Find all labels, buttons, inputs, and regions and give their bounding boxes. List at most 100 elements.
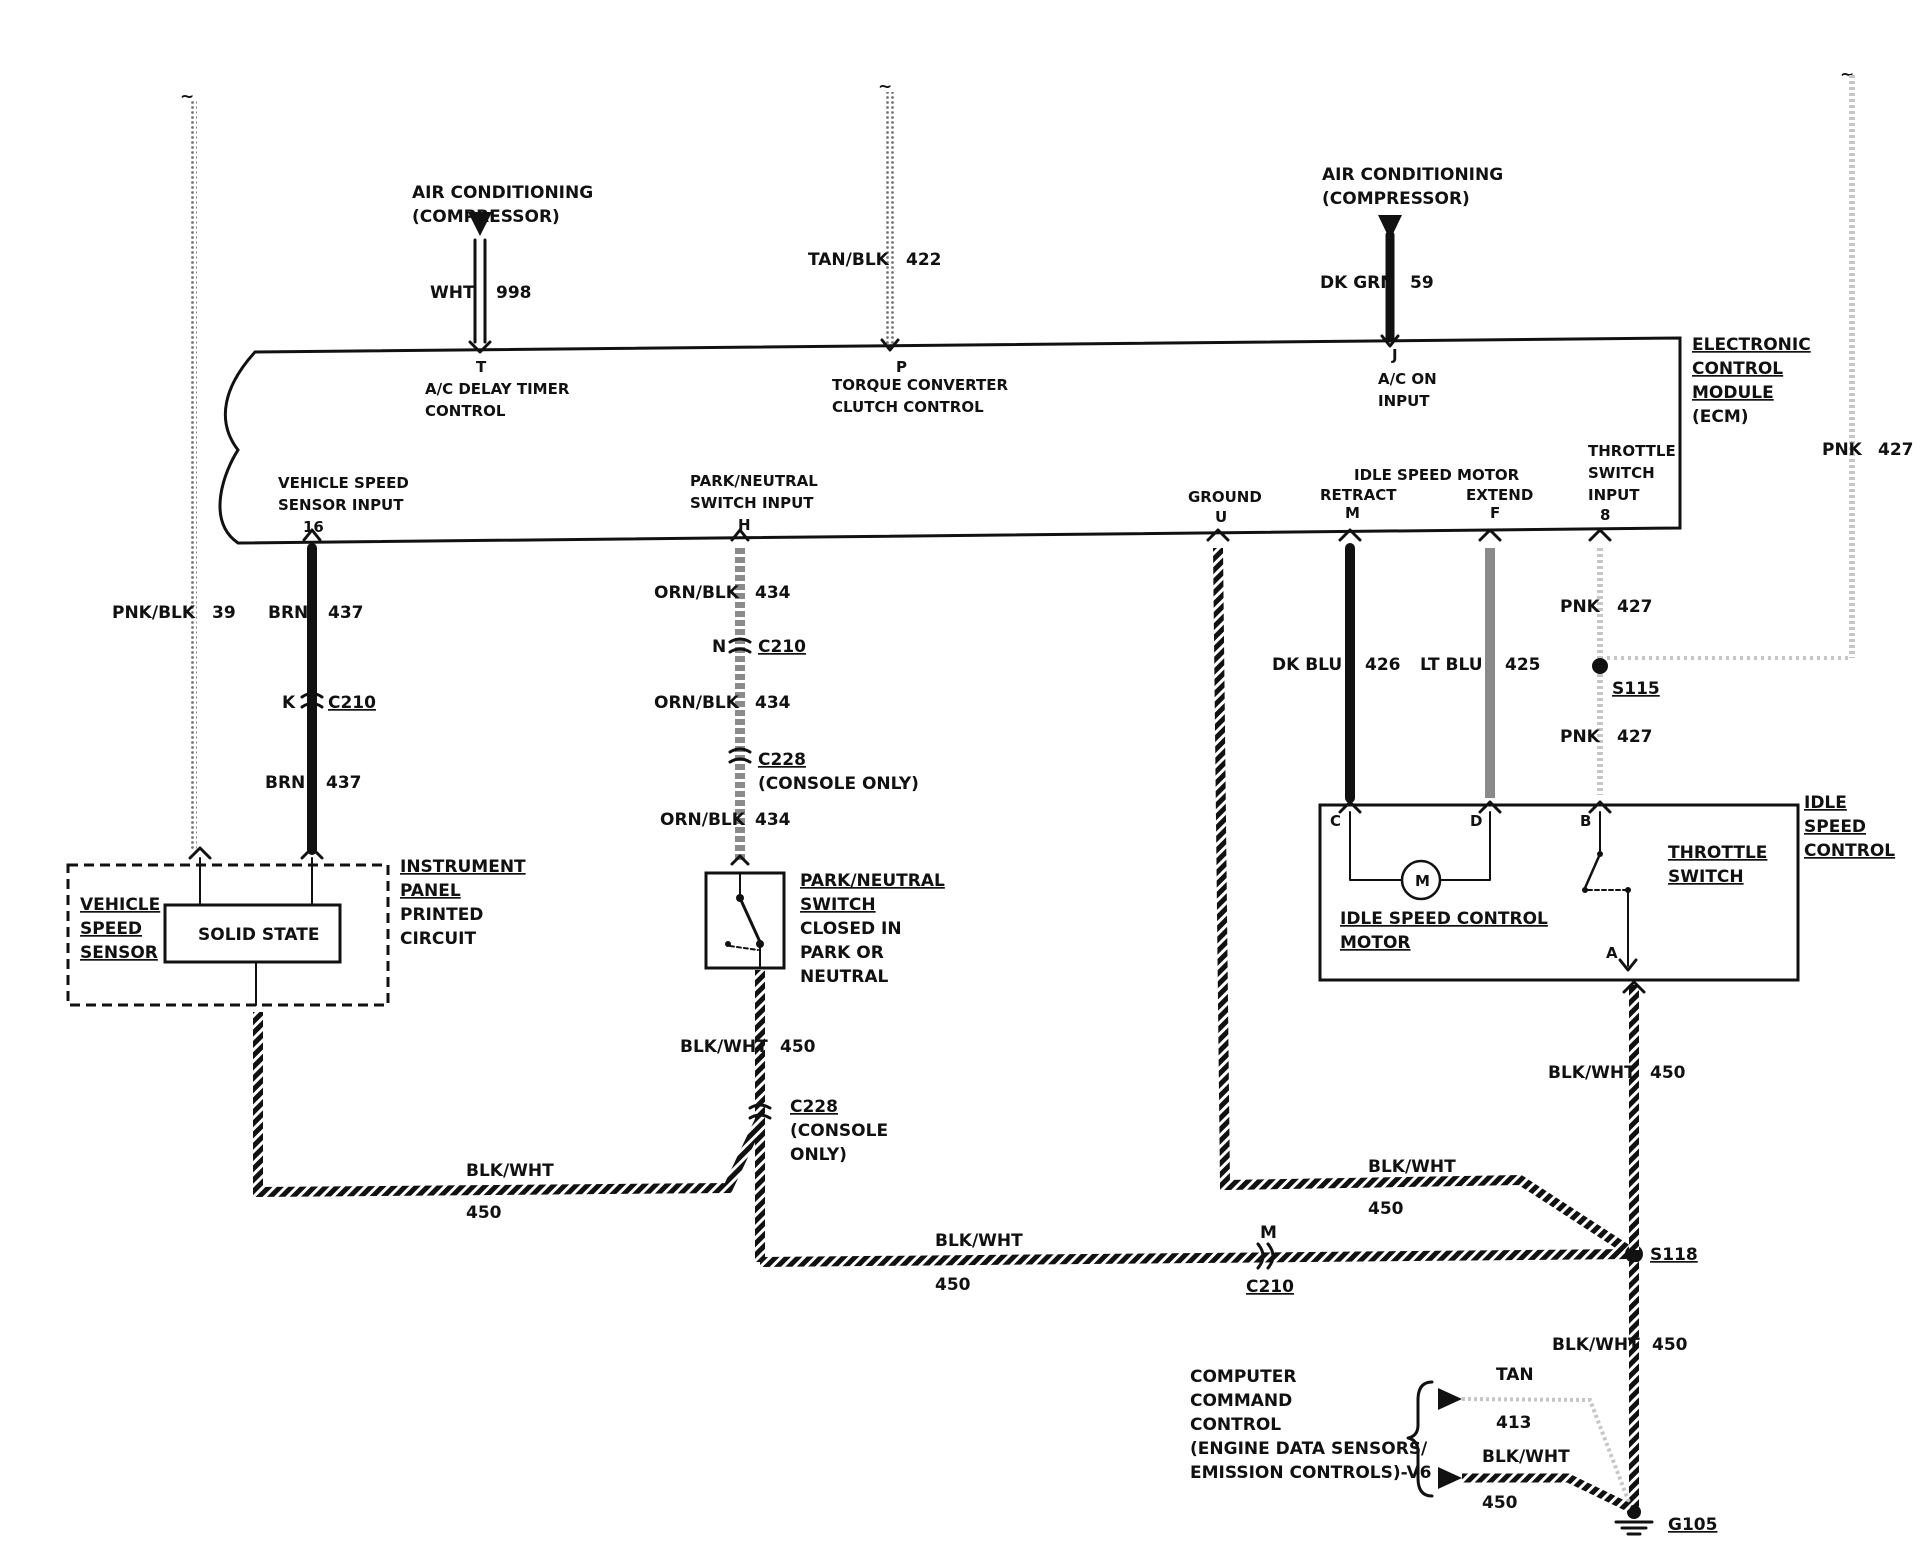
isc-pin-d: D	[1470, 812, 1482, 830]
wire-blkwht-pn-color: BLK/WHT	[680, 1037, 768, 1057]
ecm-module: ELECTRONIC CONTROL MODULE (ECM) T A/C DE…	[218, 335, 1811, 545]
wire-wht-color: WHT	[430, 283, 475, 303]
isc-pin-a: A	[1606, 944, 1618, 962]
c228-b-name: C228	[790, 1097, 838, 1117]
ccc-3: CONTROL	[1190, 1415, 1281, 1435]
ac-left-line2: (COMPRESSOR)	[412, 207, 560, 227]
wire-pnkblk-color: PNK/BLK	[112, 603, 196, 623]
solid-state-box	[163, 903, 342, 964]
ipc-3: PRINTED	[400, 905, 483, 925]
wire-blkwht-ccc-circuit: 450	[1482, 1493, 1518, 1513]
throttle-2: SWITCH	[1668, 867, 1744, 887]
wire-blkwht-ccc	[1462, 1473, 1632, 1513]
pin-j-label1: A/C ON	[1378, 370, 1437, 388]
isc-terminals	[1338, 800, 1612, 814]
c210-k-connector	[300, 692, 324, 709]
s115-splice	[1592, 658, 1608, 674]
motor-symbol-label: M	[1415, 872, 1430, 890]
wire-pnk-bot-circuit: 427	[1617, 727, 1653, 747]
ecm-title-2: CONTROL	[1692, 359, 1783, 379]
ccc-5: EMISSION CONTROLS)-V6	[1190, 1463, 1431, 1483]
wire-brn-bot-color: BRN	[265, 773, 305, 793]
pn-switch-terminal-top	[730, 854, 750, 866]
isc-title-2: SPEED	[1804, 817, 1866, 837]
c210-n-pin: N	[712, 637, 726, 657]
ecm-title-3: MODULE	[1692, 383, 1774, 403]
ac-left-line1: AIR CONDITIONING	[412, 183, 593, 203]
c210-m-name: C210	[1246, 1277, 1294, 1297]
wire-dkblu-color: DK BLU	[1272, 655, 1342, 675]
c210-m-connector	[1256, 1242, 1275, 1270]
s115-label: S115	[1612, 679, 1660, 699]
ac-right-line1: AIR CONDITIONING	[1322, 165, 1503, 185]
wire-pnk-top-color: PNK	[1560, 597, 1601, 617]
ac-right-line2: (COMPRESSOR)	[1322, 189, 1470, 209]
wire-blkwht-vss-color: BLK/WHT	[466, 1161, 554, 1181]
pn-switch-box	[704, 871, 786, 970]
ccc-brace	[1406, 1380, 1434, 1498]
ipc-1: INSTRUMENT	[400, 857, 526, 877]
wire-pnk-bot-color: PNK	[1560, 727, 1601, 747]
wire-orn1-circuit: 434	[755, 583, 791, 603]
throttle-contact-left	[1582, 887, 1588, 893]
ipc-4: CIRCUIT	[400, 929, 476, 949]
wire-blkwht-mid-color: BLK/WHT	[935, 1231, 1023, 1251]
pn-2: SWITCH	[800, 895, 876, 915]
c210-n-connector	[728, 637, 752, 654]
pin-t: T	[476, 358, 487, 376]
throttle-terminal-a	[1618, 958, 1638, 972]
wire-orn2-circuit: 434	[755, 693, 791, 713]
c210-m-pin: M	[1260, 1223, 1277, 1243]
pin-16-label2: SENSOR INPUT	[278, 496, 404, 514]
wire-tan-413	[1461, 1397, 1632, 1506]
wire-pnkblk-circuit: 39	[212, 603, 236, 623]
vss-section: PNK/BLK 39 BRN 437 K C210 BRN 437 SOLID …	[66, 543, 526, 1007]
motor-symbol	[1400, 859, 1442, 901]
throttle-contact-right	[1625, 887, 1631, 893]
wire-dkgrn-color: DK GRN	[1320, 273, 1394, 293]
ecm-title-4: (ECM)	[1692, 407, 1749, 427]
throttle-blade	[1583, 852, 1602, 890]
pin-j-label2: INPUT	[1378, 392, 1430, 410]
pin-m-label1: RETRACT	[1320, 486, 1397, 504]
wire-dkgrn-circuit: 59	[1410, 273, 1434, 293]
wire-blkwht-mid	[759, 1249, 1635, 1267]
pin-f: F	[1490, 504, 1500, 522]
ac-arrow-left	[468, 212, 492, 236]
pn-5: NEUTRAL	[800, 967, 888, 987]
pn-3: CLOSED IN	[800, 919, 902, 939]
wire-blkwht-pn-circuit: 450	[780, 1037, 816, 1057]
ecm-title-1: ELECTRONIC	[1692, 335, 1811, 355]
wire-tan-color: TAN	[1496, 1365, 1534, 1385]
wire-dkblu-circuit: 426	[1365, 655, 1401, 675]
c210-k-name: C210	[328, 693, 376, 713]
pn-switch-blade	[738, 896, 762, 944]
g105-label: G105	[1668, 1515, 1717, 1535]
isc-motor-2: MOTOR	[1340, 933, 1411, 953]
wire-tanblk-circuit: 422	[906, 250, 942, 270]
wire-blkwht-gnd-circuit: 450	[1368, 1199, 1404, 1219]
wire-tanblk-color: TAN/BLK	[808, 250, 890, 270]
vss-title-3: SENSOR	[80, 943, 158, 963]
c210-k-pin: K	[282, 693, 296, 713]
c228-b-note2: ONLY)	[790, 1145, 847, 1165]
ecm-lower-terminals	[1206, 528, 1612, 542]
ccc-arrow-tan	[1438, 1388, 1462, 1410]
wire-orn2-color: ORN/BLK	[654, 693, 740, 713]
top-wires: ~ ~ ~ AIR CONDITIONING (COMPRESSOR) AIR …	[180, 65, 1914, 850]
pin-u: U	[1215, 508, 1227, 526]
vss-title-2: SPEED	[80, 919, 142, 939]
g105-splice	[1627, 1505, 1641, 1519]
pin-8: 8	[1600, 506, 1610, 524]
pin-h-label1: PARK/NEUTRAL	[690, 472, 818, 490]
wire-orn3-color: ORN/BLK	[660, 810, 746, 830]
c228-a-note: (CONSOLE ONLY)	[758, 774, 919, 794]
wire-blkwht-ccc-color: BLK/WHT	[1482, 1447, 1570, 1467]
isc-out-terminal	[1622, 980, 1646, 994]
c228-a-connector	[728, 747, 752, 764]
wire-blkwht-gnd	[1213, 547, 1637, 1259]
ccc-4: (ENGINE DATA SENSORS/	[1190, 1439, 1428, 1459]
pin-8-label2: SWITCH	[1588, 464, 1655, 482]
pin-u-label1: GROUND	[1188, 488, 1262, 506]
c228-a-name: C228	[758, 750, 806, 770]
